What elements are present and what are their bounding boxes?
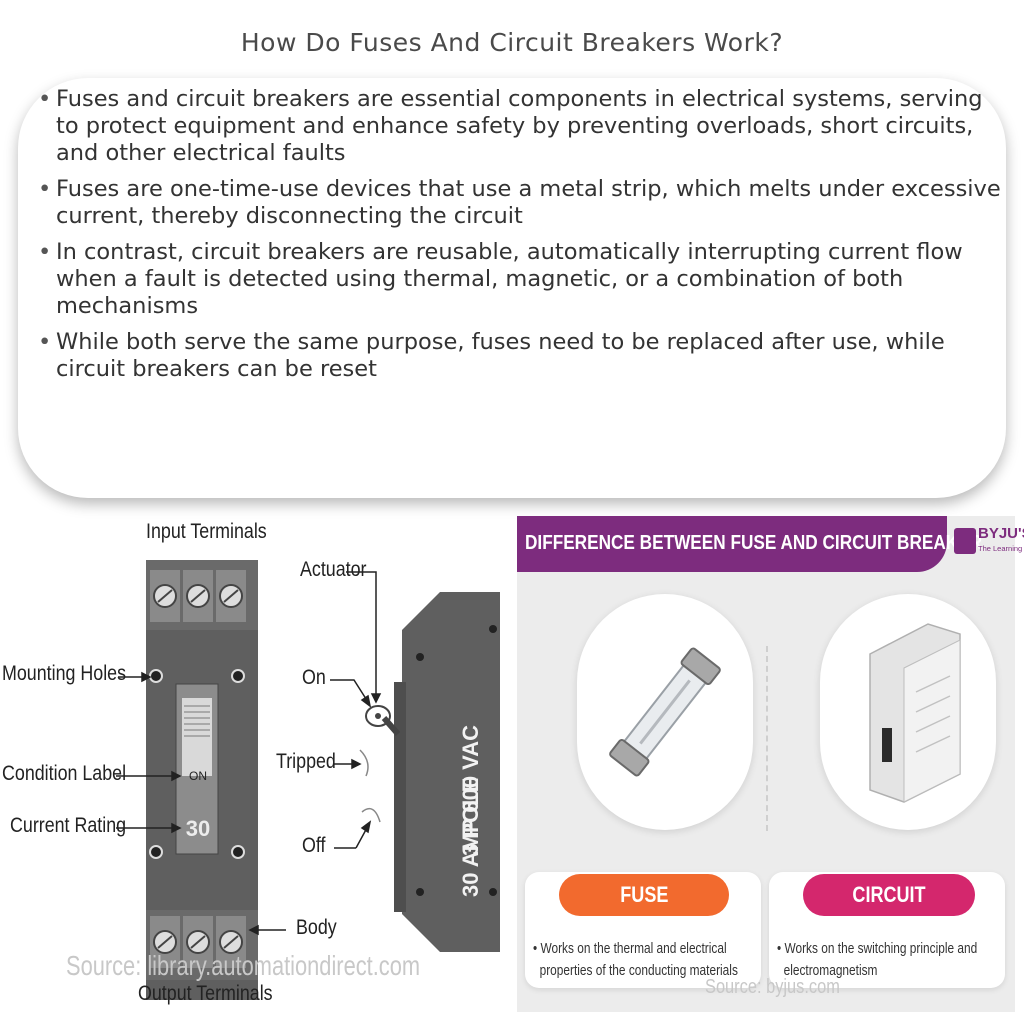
breaker-label: CIRCUIT BREAKER: [844, 882, 934, 949]
banner-title: DIFFERENCE BETWEEN FUSE AND CIRCUIT BREA…: [525, 532, 983, 554]
summary-bullets: Fuses and circuit breakers are essential…: [36, 86, 1001, 392]
bullet-item: Fuses are one-time-use devices that use …: [36, 176, 1001, 230]
fuse-description: • Works on the thermal and electrical pr…: [533, 941, 738, 979]
breaker-desc-line-1: Works on the switching principle and: [784, 941, 978, 957]
breaker-side-body: [402, 592, 500, 952]
breaker-diagram: 30 AMP 600 VAC 3 POLE Input Terminals Mo…: [0, 512, 505, 1024]
fuse-label: FUSE: [619, 882, 669, 907]
fuse-desc-line-1: Works on the thermal and electrical: [540, 941, 727, 957]
circuit-breaker-icon: [869, 623, 961, 803]
label-body: Body: [296, 916, 337, 939]
bullet-item: Fuses and circuit breakers are essential…: [36, 86, 1001, 167]
breaker-image-frame: [820, 594, 996, 830]
label-input-terminals: Input Terminals: [146, 520, 267, 543]
breaker-desc-line-2: electromagnetism: [783, 963, 878, 979]
center-divider: [766, 646, 768, 831]
comparison-infographic: DIFFERENCE BETWEEN FUSE AND CIRCUIT BREA…: [517, 516, 1024, 1012]
breaker-label-pill: CIRCUIT BREAKER: [803, 874, 975, 949]
fuse-label-pill: FUSE: [559, 874, 729, 916]
breaker-drawing: 30 AMP 600 VAC 3 POLE: [116, 560, 500, 1000]
fuse-desc-line-2: properties of the conducting materials: [539, 963, 738, 979]
label-current-rating: Current Rating: [10, 814, 127, 837]
switch-on-text: ON: [189, 769, 207, 783]
bullet-item: In contrast, circuit breakers are reusab…: [36, 239, 1001, 320]
rating-side-text-1: 30 AMP 600 VAC: [458, 725, 483, 897]
breaker-description: • Works on the switching principle and e…: [777, 941, 978, 979]
byjus-logo-icon: [954, 528, 976, 554]
rating-value: 30: [185, 816, 211, 841]
fuse-icon: [609, 647, 721, 777]
bullet-item: While both serve the same purpose, fuses…: [36, 329, 1001, 383]
fuse-image-frame: [577, 594, 753, 830]
source-caption-byjus: Source: byjus.com: [705, 976, 840, 998]
logo-subtitle: The Learning App: [978, 544, 1024, 553]
label-mounting-holes: Mounting Holes: [2, 662, 127, 685]
label-tripped: Tripped: [276, 750, 336, 773]
label-actuator: Actuator: [300, 558, 367, 581]
logo-text: BYJU'S: [978, 525, 1024, 542]
label-condition: Condition Label: [2, 762, 127, 785]
rating-side-text-2: 3 POLE: [458, 778, 483, 856]
page-title: How Do Fuses And Circuit Breakers Work?: [240, 28, 784, 57]
label-output-terminals: Output Terminals: [138, 982, 273, 1005]
source-caption: Source: library.automationdirect.com: [66, 950, 421, 981]
comparison-banner: DIFFERENCE BETWEEN FUSE AND CIRCUIT BREA…: [517, 516, 982, 572]
label-on: On: [302, 666, 326, 689]
label-off: Off: [302, 834, 326, 857]
